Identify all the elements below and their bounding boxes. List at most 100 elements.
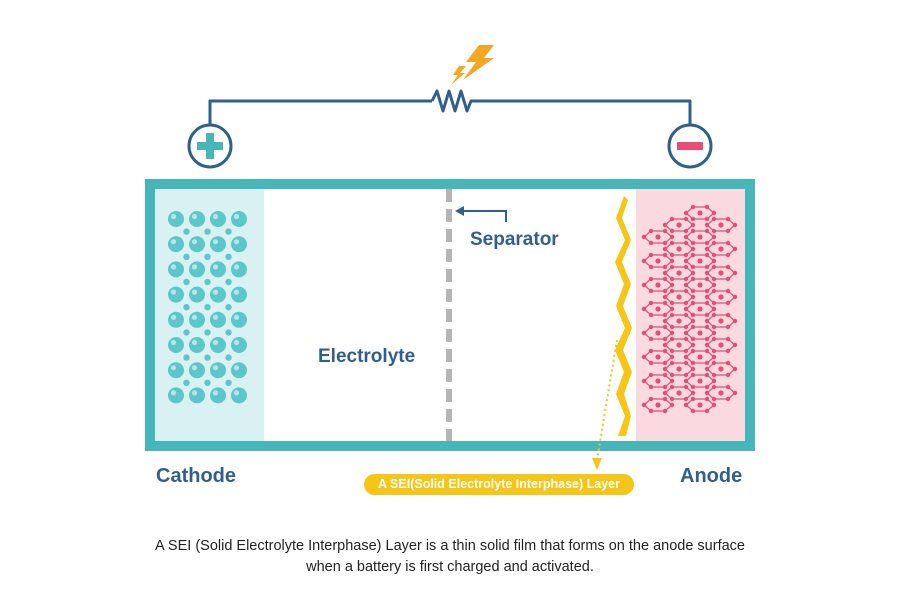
carbon-atom (662, 384, 668, 390)
carbon-atom (704, 312, 710, 318)
cathode-particle (168, 236, 184, 253)
carbon-atom (683, 312, 689, 318)
lithium-ion (655, 402, 661, 408)
carbon-atom (704, 288, 710, 294)
carbon-atom (662, 240, 668, 246)
cathode-particle (231, 286, 247, 303)
carbon-atom (648, 396, 654, 402)
carbon-atom (669, 402, 675, 408)
carbon-atom (641, 234, 647, 240)
particle-highlight (233, 264, 240, 270)
lithium-ion (655, 330, 661, 336)
carbon-atom (662, 228, 668, 234)
carbon-atom (732, 318, 738, 324)
particle-highlight (170, 390, 177, 396)
carbon-atom (683, 330, 689, 336)
carbon-atom (669, 288, 675, 294)
cathode-ion (183, 329, 190, 336)
cathode-ion (204, 278, 211, 286)
carbon-atom (662, 246, 668, 252)
lithium-ion (676, 318, 682, 324)
carbon-atom (711, 216, 717, 222)
carbon-atom (690, 264, 696, 270)
lithium-ion (697, 402, 703, 408)
cathode-particle (231, 211, 247, 227)
lithium-ion (697, 330, 703, 336)
carbon-atom (662, 288, 668, 294)
carbon-atom (725, 360, 731, 366)
cathode-particle (189, 311, 205, 328)
carbon-atom (690, 204, 696, 210)
carbon-atom (690, 390, 696, 396)
particle-highlight (233, 339, 240, 346)
carbon-atom (711, 258, 717, 264)
cathode-particle (210, 236, 226, 253)
carbon-atom (669, 354, 675, 360)
cathode-label: Cathode (156, 465, 236, 487)
particle-highlight (170, 365, 177, 371)
separator-label: Separator (470, 229, 559, 250)
lithium-ion (697, 282, 703, 288)
carbon-atom (690, 222, 696, 228)
carbon-atom (683, 228, 689, 234)
carbon-atom (690, 228, 696, 234)
carbon-atom (704, 372, 710, 378)
carbon-atom (683, 210, 689, 216)
carbon-atom (725, 240, 731, 246)
particle-highlight (191, 264, 198, 270)
cathode-particle (231, 337, 247, 353)
carbon-atom (669, 360, 675, 366)
carbon-atom (641, 306, 647, 312)
particle-highlight (233, 365, 240, 371)
lithium-ion (676, 366, 682, 372)
carbon-atom (669, 384, 675, 390)
carbon-atom (669, 258, 675, 264)
carbon-atom (648, 228, 654, 234)
carbon-atom (690, 372, 696, 378)
carbon-atom (648, 408, 654, 414)
carbon-atom (690, 384, 696, 390)
carbon-atom (690, 396, 696, 402)
lithium-ion (718, 246, 724, 252)
lithium-ion (718, 270, 724, 276)
cathode-particle (210, 261, 226, 278)
carbon-atom (662, 408, 668, 414)
carbon-atom (669, 306, 675, 312)
carbon-atom (690, 276, 696, 282)
particle-highlight (170, 314, 177, 320)
carbon-atom (669, 276, 675, 282)
carbon-atom (725, 348, 731, 354)
lithium-ion (655, 282, 661, 288)
circuit-wire (208, 99, 692, 125)
particle-highlight (212, 289, 219, 295)
particle-highlight (191, 239, 198, 245)
cathode-particle (168, 387, 184, 404)
carbon-atom (690, 240, 696, 246)
carbon-atom (662, 366, 668, 372)
carbon-atom (704, 240, 710, 246)
cathode-particles (168, 211, 247, 404)
carbon-atom (690, 408, 696, 414)
carbon-atom (725, 216, 731, 222)
lithium-ion (655, 234, 661, 240)
sei-layer (615, 196, 632, 436)
particle-highlight (191, 390, 198, 396)
carbon-atom (704, 390, 710, 396)
lightning-bolt-icon (451, 45, 494, 85)
cathode-particle (168, 311, 184, 328)
carbon-atom (683, 234, 689, 240)
carbon-atom (648, 240, 654, 246)
carbon-atom (641, 258, 647, 264)
carbon-atom (704, 270, 710, 276)
carbon-atom (683, 348, 689, 354)
carbon-atom (690, 294, 696, 300)
carbon-atom (641, 378, 647, 384)
lithium-ion (655, 378, 661, 384)
lithium-ion (676, 222, 682, 228)
carbon-atom (669, 372, 675, 378)
cathode-ion (183, 304, 190, 311)
carbon-atom (704, 294, 710, 300)
carbon-atom (711, 276, 717, 282)
carbon-atom (690, 312, 696, 318)
cathode-ion (183, 379, 190, 386)
